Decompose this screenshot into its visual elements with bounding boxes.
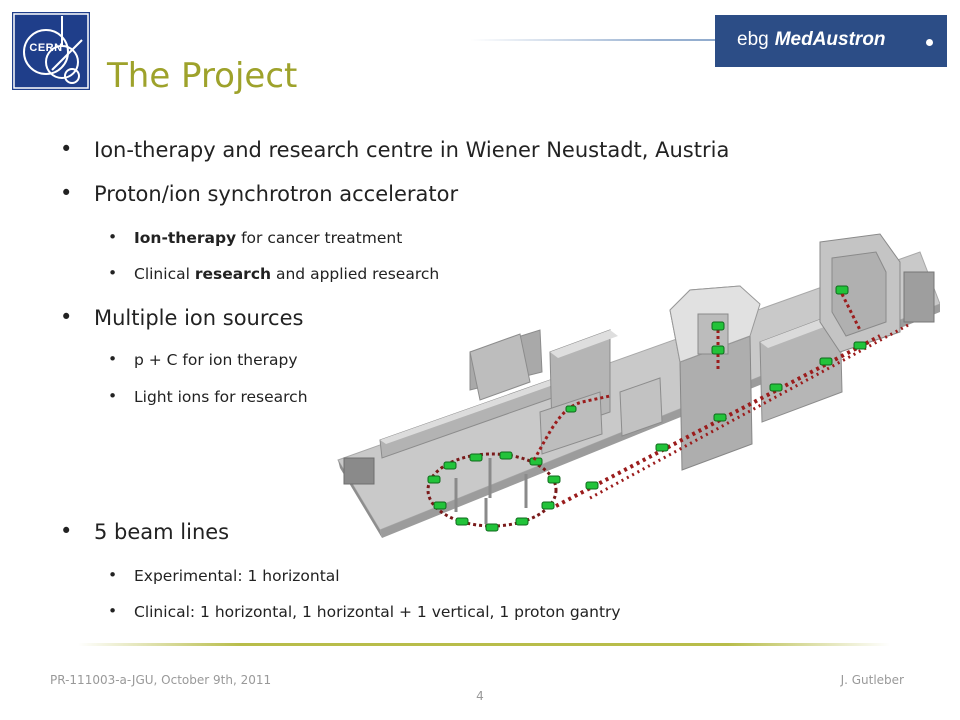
vertical-beam-magnet <box>711 321 725 331</box>
header-rule <box>470 39 936 41</box>
ring-magnet <box>515 517 529 526</box>
ring-magnet <box>499 451 513 460</box>
partition-wall-1 <box>619 377 663 437</box>
beamline-magnet <box>585 481 599 490</box>
bullet-1: Ion-therapy and research centre in Wiene… <box>60 137 729 162</box>
sub-bullet-2-2-pre: Clinical <box>134 265 195 283</box>
sub-bullet-4-1: Experimental: 1 horizontal <box>108 566 340 585</box>
ring-magnet <box>455 517 469 526</box>
ring-magnet <box>541 501 555 510</box>
vertical-beam-magnet <box>711 345 725 355</box>
cern-logo: CERN <box>12 12 90 90</box>
ebg-logo-brand: MedAustron <box>774 29 886 50</box>
sub-bullet-2-2-rest: and applied research <box>271 265 440 283</box>
facility-drawing <box>337 233 940 538</box>
bullet-4: 5 beam lines <box>60 519 229 544</box>
room-block-mid-top <box>550 330 618 358</box>
research-magnet <box>565 405 577 413</box>
far-right-end-block <box>903 271 935 323</box>
sub-bullet-3-2: Light ions for research <box>108 387 307 406</box>
footer-author: J. Gutleber <box>840 673 904 687</box>
bullet-2: Proton/ion synchrotron accelerator <box>60 181 458 206</box>
synchrotron-magnets <box>427 451 561 532</box>
beam-line-magnets <box>585 341 867 490</box>
logo-dot-icon <box>926 39 933 46</box>
sub-bullet-2-1: Ion-therapy for cancer treatment <box>108 228 403 247</box>
beamline-magnet <box>853 341 867 350</box>
footer-rule <box>78 643 890 646</box>
sub-bullet-2-1-rest: for cancer treatment <box>236 229 403 247</box>
beamline-magnet <box>713 413 727 422</box>
gantry-beam <box>840 293 862 331</box>
cern-logo-text: CERN <box>29 42 63 54</box>
secondary-beam-line <box>589 322 911 500</box>
sub-bullet-2-2: Clinical research and applied research <box>108 264 440 283</box>
ebg-logo-prefix: ebg <box>737 29 769 50</box>
beamline-magnet <box>769 383 783 392</box>
sub-bullet-2-1-bold: Ion-therapy <box>134 229 237 247</box>
far-right-tower-inner <box>831 251 887 337</box>
gantry-magnet <box>835 285 849 295</box>
sub-bullet-3-1: p + C for ion therapy <box>108 350 297 369</box>
footer-reference: PR-111003-a-JGU, October 9th, 2011 <box>50 673 272 687</box>
beamline-magnet <box>655 443 669 452</box>
ring-magnet <box>485 523 499 532</box>
beamline-magnet <box>819 357 833 366</box>
page-number: 4 <box>476 689 484 703</box>
ring-magnet <box>427 475 441 484</box>
cern-emblem-icon <box>13 13 89 89</box>
synchrotron-hall-wall-top <box>380 380 556 444</box>
ring-posts <box>454 458 528 524</box>
ring-magnet <box>469 453 483 462</box>
bullet-3: Multiple ion sources <box>60 305 304 330</box>
ring-magnet <box>547 475 561 484</box>
room-block-left <box>469 333 531 401</box>
sub-bullet-4-2: Clinical: 1 horizontal, 1 horizontal + 1… <box>108 602 621 621</box>
slide-title: The Project <box>107 56 298 96</box>
ring-magnet <box>433 501 447 510</box>
partition-wall-2 <box>539 391 603 455</box>
sub-bullet-2-2-bold: research <box>194 265 272 283</box>
facility-end-block <box>343 457 375 485</box>
ring-magnet <box>443 461 457 470</box>
